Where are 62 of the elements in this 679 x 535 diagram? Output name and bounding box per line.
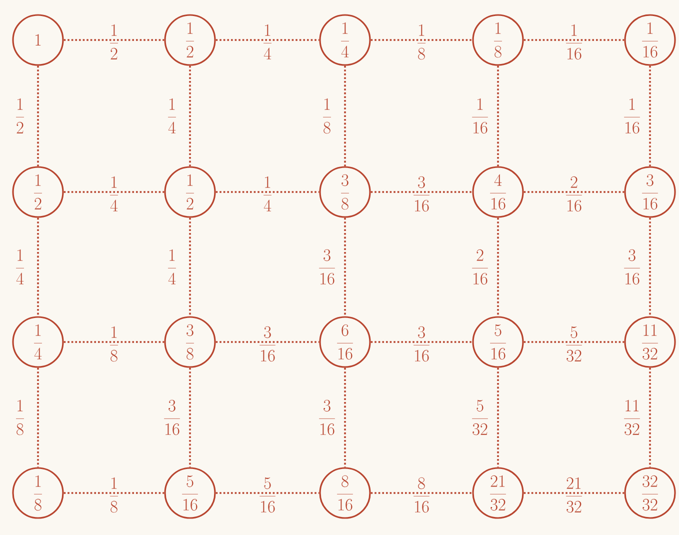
dotted-line	[649, 66, 651, 166]
dotted-line	[216, 39, 320, 41]
dotted-line	[497, 66, 499, 166]
edge-label: $\frac{21}{32}$	[566, 477, 582, 513]
edge-label: $\frac{1}{4}$	[168, 249, 176, 284]
edge-label: $\frac{1}{4}$	[110, 176, 118, 212]
edge-label: $\frac{1}{4}$	[264, 24, 272, 60]
edge-label: $\frac{1}{8}$	[418, 24, 426, 60]
edge-label: $\frac{1}{16}$	[624, 98, 640, 134]
dotted-line	[189, 218, 191, 316]
edge-label: $\frac{3}{16}$	[414, 326, 430, 362]
dotted-line	[370, 341, 472, 343]
edge-label: $\frac{1}{8}$	[16, 400, 24, 436]
edge-label: $\frac{3}{16}$	[260, 326, 276, 362]
dotted-line	[649, 368, 651, 468]
dotted-line	[370, 39, 472, 41]
dotted-line	[64, 341, 164, 343]
dotted-line	[216, 492, 320, 494]
edge-label: $\frac{11}{32}$	[624, 400, 640, 436]
dotted-line	[37, 66, 39, 166]
dotted-line	[189, 66, 191, 166]
edge-label: $\frac{1}{16}$	[472, 98, 488, 134]
dotted-line	[524, 39, 624, 41]
dotted-line	[216, 191, 320, 193]
edge-label: $\frac{8}{16}$	[414, 477, 430, 513]
dotted-line	[524, 341, 624, 343]
dotted-line	[524, 191, 624, 193]
edge-label: $\frac{1}{8}$	[323, 98, 331, 134]
edge-label: $\frac{1}{16}$	[566, 24, 582, 60]
dotted-line	[64, 39, 164, 41]
edge-label: $\frac{1}{4}$	[16, 249, 24, 284]
dotted-line	[344, 368, 346, 468]
dotted-line	[189, 368, 191, 468]
dotted-line	[216, 341, 320, 343]
dotted-line	[64, 492, 164, 494]
edge-label: $\frac{1}{4}$	[264, 176, 272, 212]
edge-label: $\frac{1}{2}$	[16, 98, 24, 134]
dotted-line	[497, 368, 499, 468]
dotted-line	[524, 492, 624, 494]
edge-label: $\frac{3}{16}$	[319, 400, 335, 436]
edge-label: $\frac{1}{2}$	[110, 24, 118, 60]
edge-label: $\frac{3}{16}$	[414, 176, 430, 212]
dotted-line	[370, 492, 472, 494]
edge-label: $\frac{2}{16}$	[566, 176, 582, 212]
edge-label: $\frac{1}{8}$	[110, 477, 118, 513]
dotted-line	[497, 218, 499, 316]
edge-label: $\frac{5}{32}$	[566, 326, 582, 362]
edge-label: $\frac{3}{16}$	[319, 249, 335, 285]
edge-label: $\frac{5}{32}$	[472, 400, 488, 436]
edge-label: $\frac{1}{4}$	[168, 98, 176, 134]
dotted-line	[649, 218, 651, 316]
dotted-line	[37, 218, 39, 316]
edge-label: $\frac{3}{16}$	[624, 249, 640, 285]
dotted-line	[344, 66, 346, 166]
dotted-line	[370, 191, 472, 193]
edge-label: $\frac{3}{16}$	[164, 400, 180, 436]
dotted-line	[344, 218, 346, 316]
edge-label: $\frac{2}{16}$	[472, 249, 488, 285]
dotted-line	[37, 368, 39, 468]
dotted-line	[64, 191, 164, 193]
edge-label: $\frac{5}{16}$	[260, 477, 276, 513]
edge-label: $\frac{1}{8}$	[110, 326, 118, 362]
